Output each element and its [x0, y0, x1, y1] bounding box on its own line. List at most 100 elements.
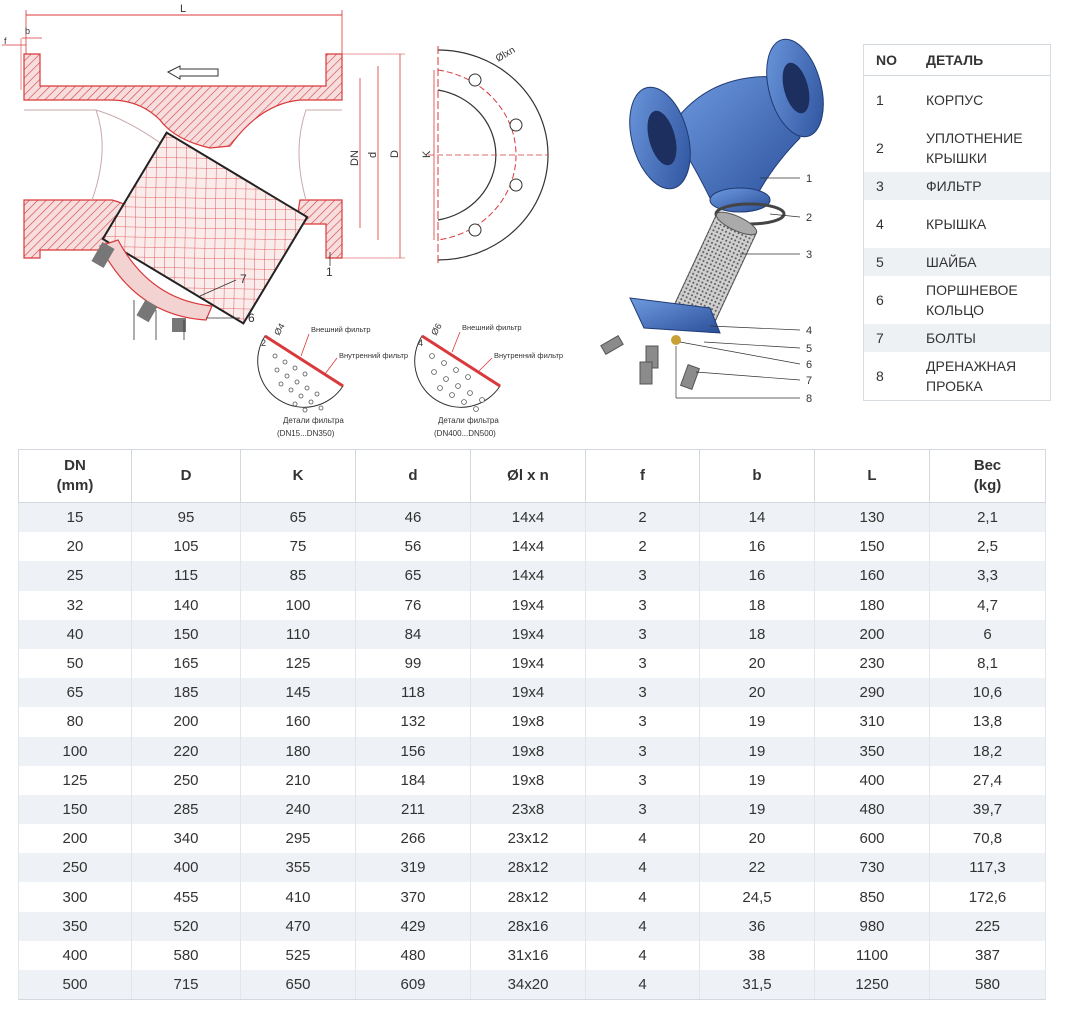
table-cell: 13,8 — [929, 707, 1046, 737]
table-cell: 290 — [814, 678, 930, 708]
table-cell: 172,6 — [929, 882, 1046, 912]
table-cell: 50 — [18, 648, 132, 679]
table-cell: 400 — [18, 940, 132, 970]
table-cell: 310 — [814, 707, 930, 737]
dims-header-cell: Øl x n — [470, 449, 586, 503]
table-cell: 1100 — [814, 940, 930, 970]
dims-header-cell: L — [814, 449, 930, 503]
table-cell: 19 — [699, 736, 815, 766]
detail-large-inner: Внутренний фильтр — [494, 351, 563, 360]
table-cell: 2 — [585, 502, 700, 533]
callout-1: 1 — [326, 265, 333, 279]
table-cell: 211 — [355, 794, 471, 825]
dims-header-cell: K — [240, 449, 356, 503]
table-cell: 350 — [814, 736, 930, 766]
table-cell: 27,4 — [929, 765, 1046, 795]
table-cell: 455 — [131, 882, 241, 912]
render-callout-3: 3 — [806, 249, 812, 261]
table-cell: 23x12 — [470, 824, 586, 854]
table-cell: 3 — [585, 794, 700, 825]
render-callout-5: 5 — [806, 343, 812, 355]
table-cell: 150 — [131, 619, 241, 649]
table-cell: 125 — [18, 765, 132, 795]
table-cell: 160 — [240, 707, 356, 737]
render-callout-1: 1 — [806, 173, 812, 185]
table-cell: 3,3 — [929, 561, 1046, 591]
table-cell: 100 — [18, 736, 132, 766]
table-cell: 20 — [699, 678, 815, 708]
table-cell: 19x8 — [470, 736, 586, 766]
detail-small-inner: Внутренний фильтр — [339, 351, 408, 360]
detail-large-hole: Ø6 — [429, 322, 444, 337]
table-cell: 16 — [699, 532, 815, 562]
table-cell: 165 — [131, 648, 241, 679]
table-cell: 400 — [814, 765, 930, 795]
table-cell: 185 — [131, 678, 241, 708]
table-cell: 14x4 — [470, 532, 586, 562]
table-cell: 105 — [131, 532, 241, 562]
table-cell: 19 — [699, 794, 815, 825]
table-cell: 18 — [699, 590, 815, 620]
parts-name: КОРПУС — [926, 91, 984, 108]
parts-header-no: NO — [863, 44, 914, 76]
table-cell: 1250 — [814, 970, 930, 1001]
table-cell: 65 — [355, 561, 471, 591]
table-cell: 75 — [240, 532, 356, 562]
table-cell: 118 — [355, 678, 471, 708]
table-cell: 99 — [355, 648, 471, 679]
table-cell: 39,7 — [929, 794, 1046, 825]
dims-header-cell: b — [699, 449, 815, 503]
table-cell: 19x8 — [470, 707, 586, 737]
detail-large-thickness: 4 — [418, 338, 423, 348]
table-cell: 350 — [18, 911, 132, 941]
table-cell: 70,8 — [929, 824, 1046, 854]
parts-no: 1 — [876, 91, 884, 108]
table-cell: 65 — [240, 502, 356, 533]
table-cell: 28x12 — [470, 853, 586, 883]
dim-f-label: f — [4, 36, 7, 46]
table-cell: 100 — [240, 590, 356, 620]
table-cell: 15 — [18, 502, 132, 533]
table-cell: 295 — [240, 824, 356, 854]
table-cell: 387 — [929, 940, 1046, 970]
table-cell: 8,1 — [929, 648, 1046, 679]
table-cell: 3 — [585, 765, 700, 795]
table-cell: 980 — [814, 911, 930, 941]
table-cell: 300 — [18, 882, 132, 912]
table-cell: 31,5 — [699, 970, 815, 1001]
table-cell: 3 — [585, 648, 700, 679]
parts-name: ШАЙБА — [914, 247, 1051, 276]
dims-header-cell: f — [585, 449, 700, 503]
table-cell: 28x12 — [470, 882, 586, 912]
table-cell: 4 — [585, 824, 700, 854]
parts-name: КРЫШКА — [926, 215, 987, 232]
table-cell: 200 — [131, 707, 241, 737]
table-cell: 34x20 — [470, 970, 586, 1001]
table-cell: 145 — [240, 678, 356, 708]
callout-7: 7 — [240, 272, 247, 286]
table-cell: 429 — [355, 911, 471, 941]
table-cell: 36 — [699, 911, 815, 941]
dim-DN-label: DN — [349, 150, 361, 166]
table-cell: 525 — [240, 940, 356, 970]
table-cell: 25 — [18, 561, 132, 591]
render-callout-8: 8 — [806, 393, 812, 405]
table-cell: 4 — [585, 853, 700, 883]
parts-no: 4 — [876, 215, 884, 232]
table-cell: 4,7 — [929, 590, 1046, 620]
table-cell: 210 — [240, 765, 356, 795]
table-cell: 117,3 — [929, 853, 1046, 883]
detail-large-range: (DN400...DN500) — [434, 429, 496, 438]
render-callout-6: 6 — [806, 359, 812, 371]
section-drawing: L f b DN d D 1 2 3 4-5 6 7 — [2, 3, 405, 340]
dim-L-label: L — [180, 3, 186, 15]
table-cell: 715 — [131, 970, 241, 1001]
table-cell: 230 — [814, 648, 930, 679]
table-cell: 3 — [585, 619, 700, 649]
table-cell: 150 — [18, 794, 132, 825]
